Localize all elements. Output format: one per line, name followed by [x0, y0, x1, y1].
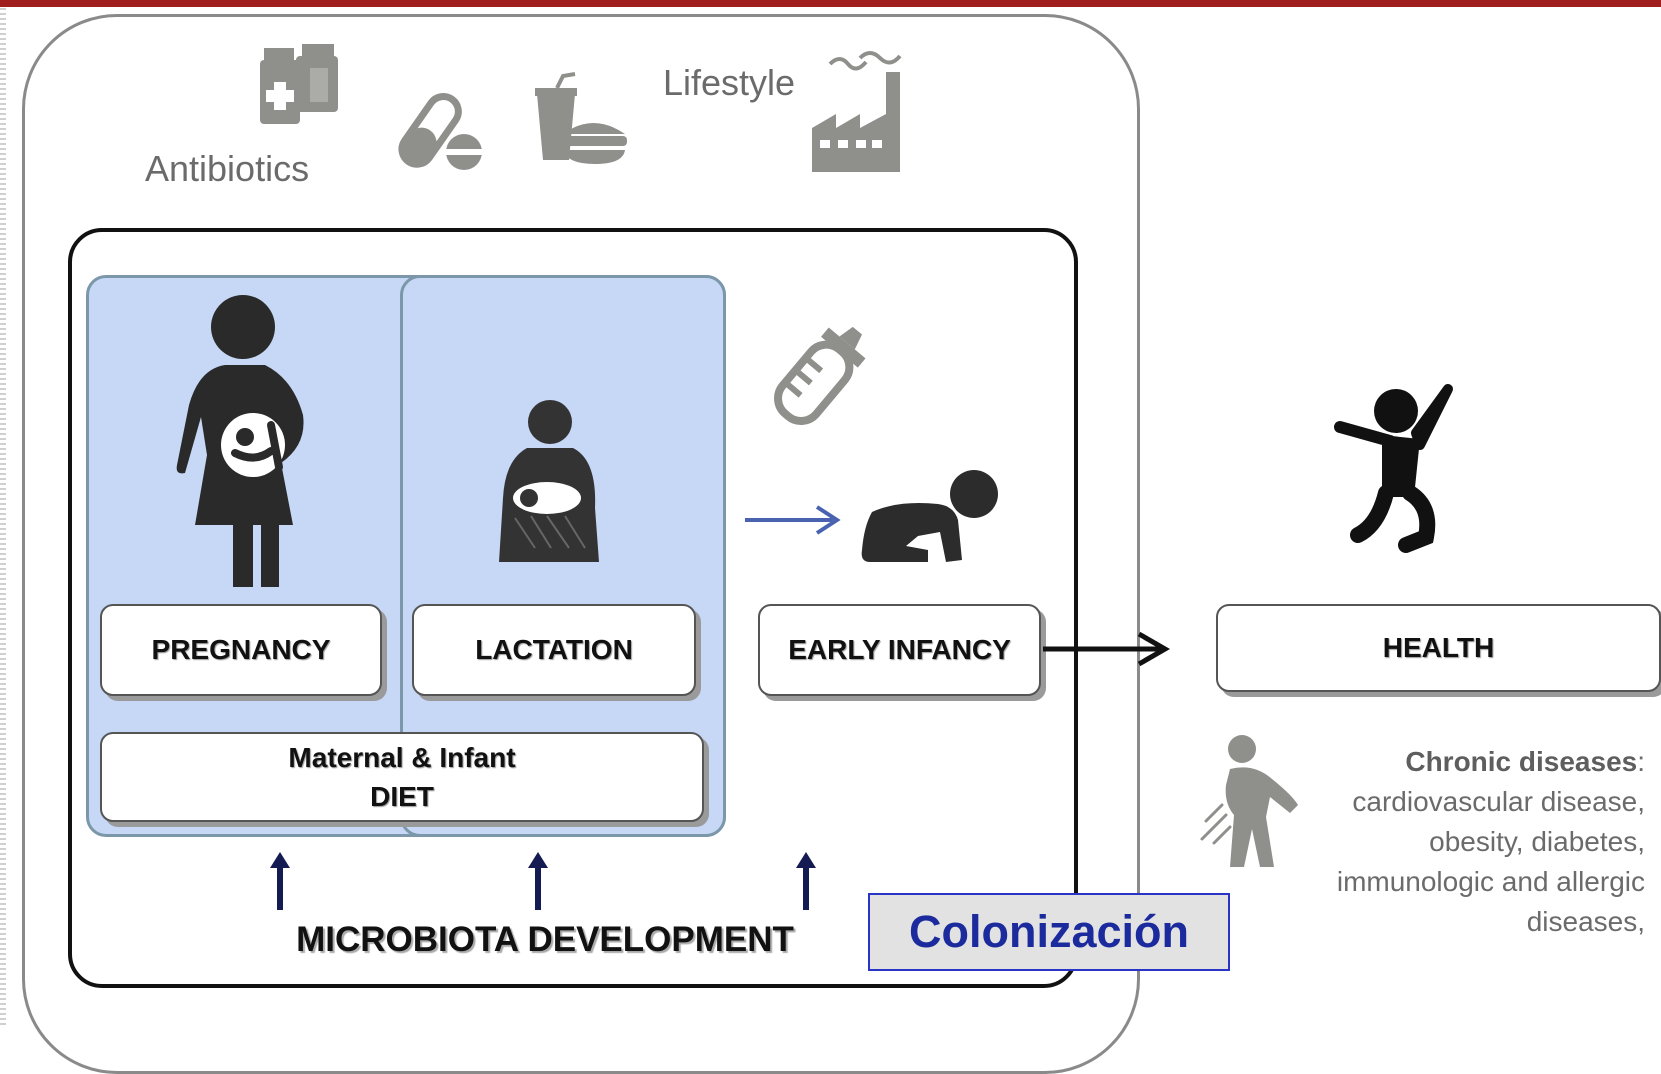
- baby-bottle-icon: [774, 326, 866, 425]
- chronic-line: obesity, diabetes,: [1429, 826, 1645, 857]
- chronic-line: diseases,: [1526, 906, 1645, 937]
- diet-line1: Maternal & Infant: [288, 742, 516, 773]
- breastfeeding-mother-icon: [499, 400, 599, 562]
- microbiota-arrow-3: [796, 852, 816, 910]
- diet-box: Maternal & Infant DIET: [100, 732, 704, 822]
- health-arrow: [1043, 631, 1171, 667]
- early-infancy-box: EARLY INFANCY: [758, 604, 1041, 696]
- microbiota-arrow-1: [270, 852, 290, 910]
- jumping-child-icon: [1334, 384, 1453, 553]
- pill-capsule-icon: [398, 93, 484, 170]
- sick-person-icon: [1200, 735, 1298, 867]
- microbiota-development-label: MICROBIOTA DEVELOPMENT: [296, 920, 794, 959]
- pregnancy-box: PREGNANCY: [100, 604, 382, 696]
- health-box: HEALTH: [1216, 604, 1661, 692]
- left-dotted-edge: [0, 8, 6, 1025]
- lifestyle-label: Lifestyle: [663, 62, 796, 103]
- chronic-line: cardiovascular disease,: [1352, 786, 1645, 817]
- chronic-line: immunologic and allergic: [1336, 866, 1645, 897]
- lactation-box: LACTATION: [412, 604, 696, 696]
- chronic-diseases-text: Chronic diseases: cardiovascular disease…: [1290, 742, 1645, 942]
- colonization-label: Colonización: [868, 893, 1230, 971]
- factory-icon: [812, 51, 902, 172]
- chronic-title: Chronic diseases: [1405, 746, 1638, 777]
- medicine-bottles-icon: [260, 44, 338, 124]
- pregnant-woman-icon: [176, 295, 304, 587]
- microbiota-arrow-2: [528, 852, 548, 910]
- fast-food-icon: [535, 72, 627, 164]
- top-border-bar: [0, 0, 1661, 7]
- antibiotics-label: Antibiotics: [145, 148, 310, 189]
- transition-arrow: [745, 505, 841, 535]
- crawling-baby-icon: [861, 470, 998, 562]
- diet-line2: DIET: [370, 781, 434, 812]
